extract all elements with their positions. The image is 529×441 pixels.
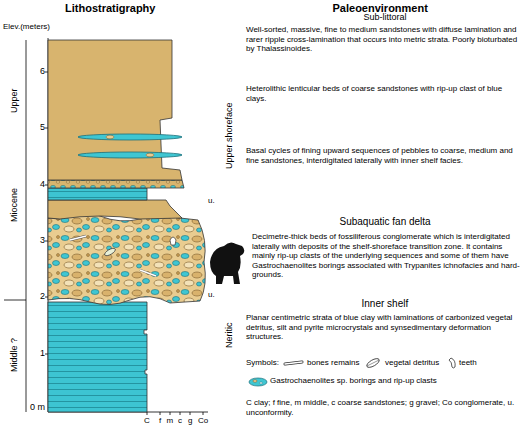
fossil-symbols [70,236,176,276]
facies-description: Well-sorted, massive, fine to medium san… [246,25,522,54]
tooth-icon [449,358,455,368]
grain-size-tick: m [167,416,174,426]
legend-entry: vegetal detritus [385,358,439,368]
fining-upward-sand [48,200,182,219]
elevation-axis [45,38,208,415]
unconformity-mark: u. [208,290,215,300]
grain-size-tick: Co [198,416,208,426]
epoch-label: Upper [9,88,20,113]
grain-size-tick: g [188,416,192,426]
clay-lens [78,152,182,158]
unconformity-mark: u. [208,196,215,206]
zone-label: Upper shoreface [224,102,235,169]
epoch-label: Miocene [9,188,20,222]
legend-entry: bones remains [307,358,359,368]
axis-title: Elev.(meters) [3,22,50,32]
conglomerate-bed [48,213,205,305]
epoch-label: Middle ? [9,338,20,372]
legend-icons [249,357,455,386]
facies-description: Planar centimetric strata of blue clay w… [246,313,522,342]
epoch-column [4,40,26,412]
environment-title: Subaquatic fan delta [340,216,431,228]
grain-size-tick: C [144,416,150,426]
legend-entry: Gastrochaenolites sp. borings and rip-up… [270,376,437,386]
elevation-tick: 2 [40,291,45,302]
thin-clay-bed [48,188,147,200]
elevation-tick: 6 [40,66,45,77]
elevation-tick: 1 [40,348,45,359]
facies-description: Basal cycles of fining upward sequences … [246,146,522,165]
facies-description: Heterolithic lenticular beds of coarse s… [246,84,522,103]
heading: Lithostratigraphy [65,2,155,15]
environment-title: Sub-littoral [364,12,407,23]
beds [48,40,205,412]
legend-entry: teeth [459,358,477,368]
environment-title: Inner shelf [362,298,409,310]
blue-clay-bed [48,302,147,412]
bone-icon [285,362,302,364]
elevation-tick: 4 [40,179,45,190]
elevation-tick: 3 [40,235,45,246]
legend-title: Symbols: [246,358,279,368]
elevation-tick: 5 [40,122,45,133]
clay-lens [78,134,182,140]
pebble-layer [48,180,184,188]
boring-icon [249,378,267,386]
abbreviation-note: C clay; f fine, m middle, c coarse sands… [246,398,522,417]
facies-description: Decimetre-thick beds of fossiliferous co… [252,232,522,280]
zone-label: Neritic [224,322,235,348]
elevation-tick: 0 m [30,402,45,413]
leaf-icon [365,357,380,369]
bear-silhouette [210,242,244,284]
grain-size-tick: f [159,416,161,426]
grain-size-tick: c [178,416,182,426]
upper-shoreface-sand [48,40,182,180]
